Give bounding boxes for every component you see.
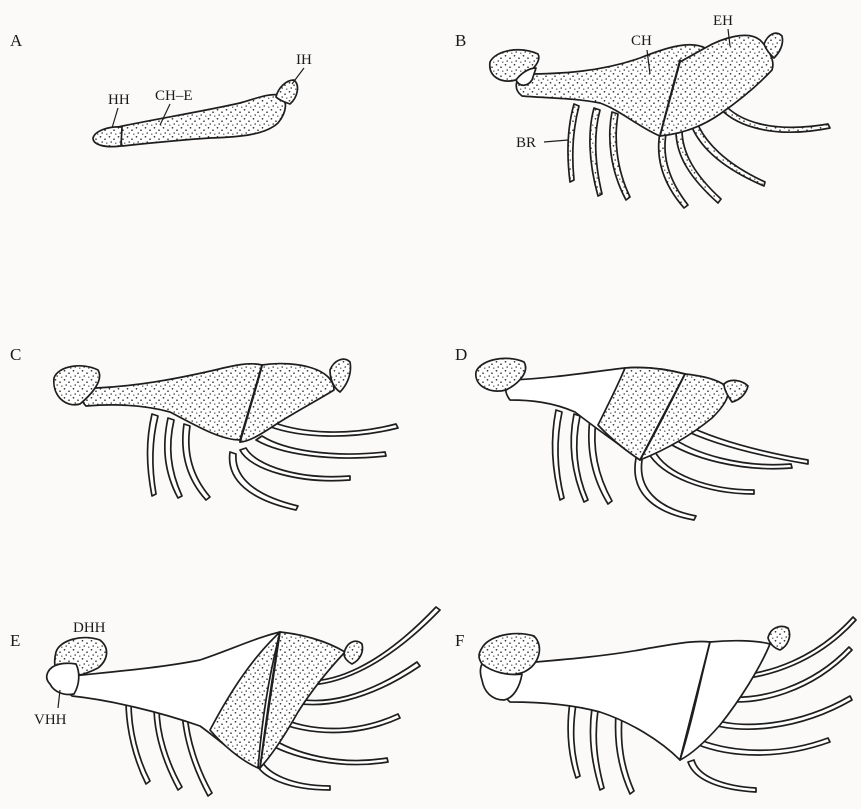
ventral-hypohyal-e (47, 663, 79, 694)
panel-b: B CH EH BR (455, 13, 830, 208)
branchiostegal-rays-c (148, 414, 399, 510)
panel-letter-b: B (455, 31, 466, 50)
panel-a: A HH CH–E IH (10, 31, 312, 147)
panel-letter-f: F (455, 631, 464, 650)
panel-letter-d: D (455, 345, 467, 364)
label-ih: IH (296, 52, 312, 68)
label-vhh: VHH (34, 712, 67, 728)
panel-c: C (10, 345, 398, 510)
panel-letter-e: E (10, 631, 20, 650)
panel-e: E DHH VHH (10, 607, 440, 796)
interhyal-f (768, 626, 790, 650)
hypohyal-a (93, 127, 122, 147)
label-dhh: DHH (73, 620, 106, 636)
interhyal-d (724, 380, 748, 402)
ceratohyal-epihyal-a (118, 95, 285, 146)
label-eh: EH (713, 13, 733, 29)
interhyal-e (344, 641, 363, 664)
leader-br (544, 140, 568, 142)
panel-f: F (455, 617, 856, 794)
leader-ih (292, 68, 304, 84)
panel-letter-c: C (10, 345, 21, 364)
panel-letter-a: A (10, 31, 23, 50)
label-ch-e: CH–E (155, 88, 193, 104)
label-hh: HH (108, 92, 130, 108)
leader-hh (112, 108, 118, 128)
label-br: BR (516, 135, 536, 151)
label-ch: CH (631, 33, 652, 49)
panel-d: D (455, 345, 808, 520)
